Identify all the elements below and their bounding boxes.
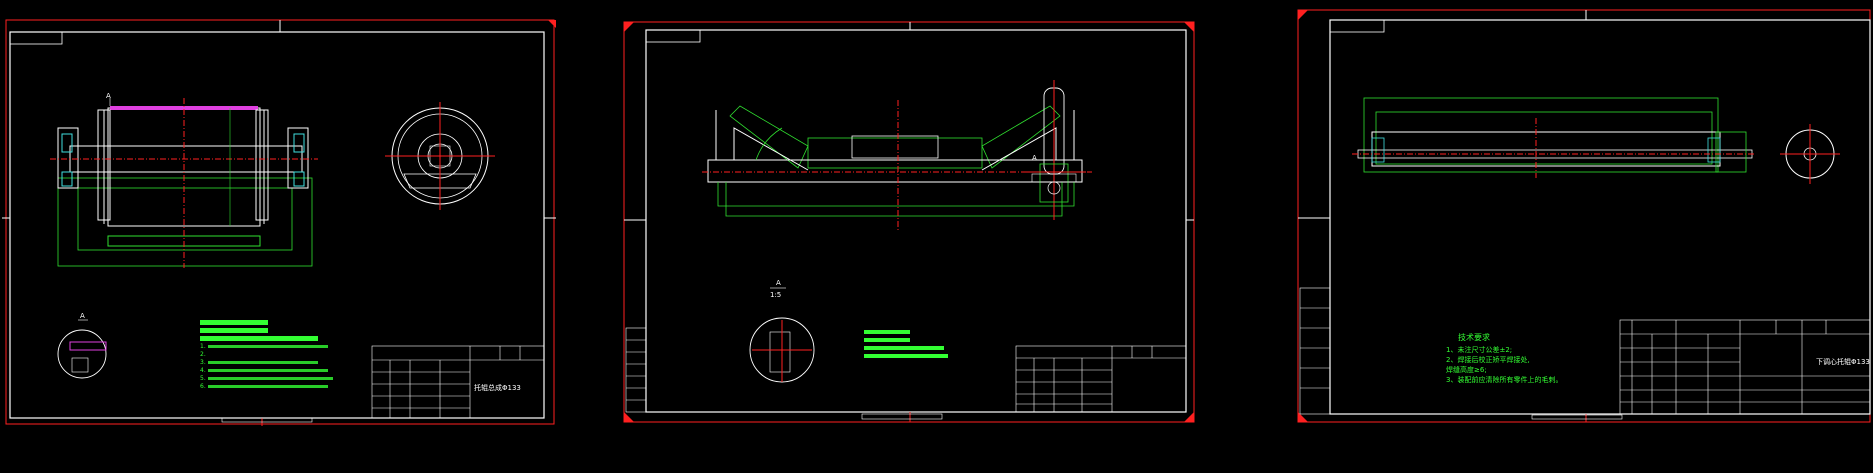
svg-text:A: A bbox=[80, 312, 85, 320]
title-block bbox=[1015, 345, 1187, 413]
drawing-sheet-3[interactable]: 技术要求 1、未注尺寸公差±2; 2、焊接后校正矫平焊接处, 焊缝高度≥6; 3… bbox=[1296, 8, 1872, 426]
detail-view: A 1:5 bbox=[749, 279, 815, 383]
roller-end-view bbox=[1780, 124, 1840, 184]
title-block-name: 托辊总成Φ133 bbox=[474, 383, 521, 392]
svg-text:1.: 1. bbox=[200, 343, 206, 350]
tech-requirements: 技术要求 1、未注尺寸公差±2; 2、焊接后校正矫平焊接处, 焊缝高度≥6; 3… bbox=[1446, 332, 1562, 384]
svg-text:焊缝高度≥6;: 焊缝高度≥6; bbox=[1446, 365, 1487, 374]
left-revision-strip bbox=[1299, 287, 1331, 415]
left-revision-strip bbox=[625, 327, 647, 413]
svg-text:1、未注尺寸公差±2;: 1、未注尺寸公差±2; bbox=[1446, 345, 1512, 354]
idler-side-view: A bbox=[1022, 80, 1086, 220]
svg-text:3、装配前应清除所有零件上的毛刺。: 3、装配前应清除所有零件上的毛刺。 bbox=[1446, 375, 1562, 384]
drawing-sheet-2[interactable]: A A 1:5 bbox=[622, 20, 1196, 425]
tech-title: 技术要求 bbox=[1458, 332, 1490, 342]
notes-block bbox=[864, 330, 948, 358]
roller-front-view: A bbox=[50, 92, 318, 268]
svg-text:4.: 4. bbox=[200, 367, 206, 374]
svg-text:5.: 5. bbox=[200, 375, 206, 382]
drawing-sheet-1[interactable]: A A 1. 2. 3. 4. 5. 6. bbox=[0, 18, 560, 428]
idler-frame-view bbox=[702, 100, 1092, 230]
section-label: A bbox=[1032, 154, 1037, 162]
svg-text:2、焊接后校正矫平焊接处,: 2、焊接后校正矫平焊接处, bbox=[1446, 355, 1530, 364]
roller-side-view bbox=[385, 102, 495, 210]
outer-frame bbox=[623, 21, 1195, 423]
outer-frame bbox=[1297, 9, 1871, 423]
svg-text:1:5: 1:5 bbox=[770, 291, 781, 299]
notes-block: 1. 2. 3. 4. 5. 6. bbox=[200, 320, 333, 390]
roller-long-view bbox=[1352, 97, 1756, 178]
title-block-name: 下调心托辊Φ133 bbox=[1816, 357, 1870, 366]
svg-text:6.: 6. bbox=[200, 383, 206, 390]
inner-frame bbox=[645, 29, 1187, 413]
svg-text:A: A bbox=[776, 279, 781, 287]
svg-text:2.: 2. bbox=[200, 351, 206, 358]
detail-circle: A bbox=[57, 312, 107, 379]
title-block bbox=[371, 345, 545, 419]
inner-frame bbox=[1329, 19, 1871, 415]
title-block bbox=[1619, 319, 1871, 415]
section-label: A bbox=[106, 92, 111, 100]
svg-text:3.: 3. bbox=[200, 359, 206, 366]
